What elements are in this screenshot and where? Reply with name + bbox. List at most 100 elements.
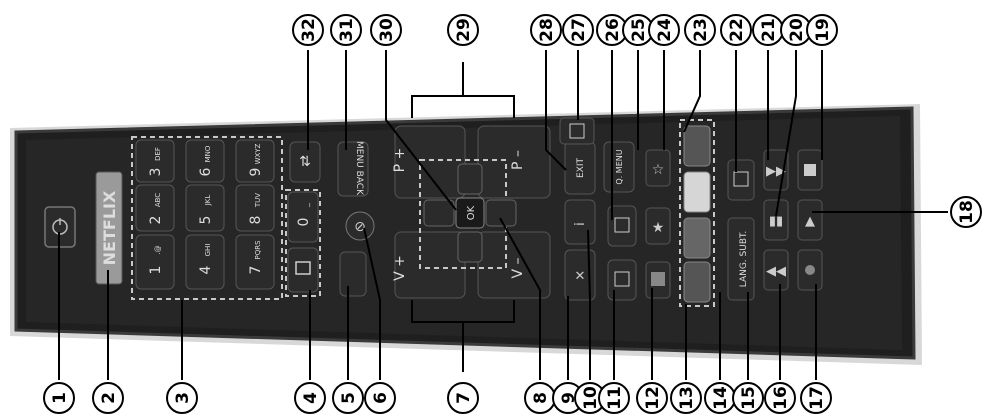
play-button[interactable]: ▲ <box>797 199 823 241</box>
q-menu-button[interactable]: Q. MENU <box>603 141 635 193</box>
svg-text:1: 1 <box>148 266 164 275</box>
callout-number: 8 <box>531 392 551 404</box>
epg-button[interactable] <box>645 261 671 299</box>
star-outline-icon: ☆ <box>652 162 665 178</box>
callout-number: 11 <box>605 386 625 410</box>
record-icon <box>805 265 815 275</box>
subtitle-button[interactable] <box>607 205 637 247</box>
swap-icon: ⇅ <box>299 154 311 170</box>
spare-button[interactable] <box>339 251 367 297</box>
volume-minus-button[interactable]: V – <box>477 231 551 299</box>
key-column-frame <box>285 189 321 297</box>
svg-text:OK: OK <box>466 205 477 220</box>
keypad-frame <box>131 136 283 300</box>
callout-number: 30 <box>377 18 397 42</box>
svg-text:7: 7 <box>248 266 264 275</box>
red-button[interactable] <box>683 261 711 303</box>
svg-text:MENU BACK: MENU BACK <box>354 141 364 196</box>
info-button[interactable]: i <box>564 199 596 245</box>
callout-21: 21 <box>752 14 784 46</box>
key-6[interactable]: 6 MNO <box>185 139 225 183</box>
tv-button[interactable] <box>287 247 319 293</box>
key-7[interactable]: 7 PQRS <box>235 234 275 290</box>
mute-icon: ✕ <box>575 269 586 284</box>
callout-11: 11 <box>598 382 630 414</box>
epg-icon <box>651 272 665 286</box>
screen-button[interactable] <box>727 159 755 201</box>
key-4[interactable]: 4 GHI <box>185 234 225 290</box>
volume-plus-button[interactable]: V + <box>392 231 466 299</box>
callout-number: 28 <box>537 18 557 42</box>
key-1[interactable]: 1 .@ <box>135 234 175 290</box>
callout-number: 9 <box>559 392 579 404</box>
program-minus-button[interactable]: P – <box>477 125 551 199</box>
svg-text:GHI: GHI <box>204 244 212 257</box>
key-2[interactable]: 2 ABC <box>135 184 175 232</box>
callout-number: 16 <box>771 386 791 410</box>
netflix-button[interactable]: NETFLIX <box>95 171 123 285</box>
rewind-button[interactable]: ◀◀ <box>763 249 789 291</box>
favourite-button[interactable]: ★ <box>645 207 671 245</box>
ok-button[interactable]: OK <box>455 197 485 229</box>
callout-number: 10 <box>581 386 601 410</box>
svg-text:ABC: ABC <box>154 193 162 207</box>
callout-6: 6 <box>364 382 396 414</box>
svg-text:.@: .@ <box>154 245 162 254</box>
yellow-button[interactable] <box>683 171 711 213</box>
key-9[interactable]: 9 WXYZ <box>235 139 275 183</box>
callout-number: 26 <box>603 18 623 42</box>
svg-text:WXYZ: WXYZ <box>254 143 262 164</box>
key-3[interactable]: 3 DEF <box>135 139 175 183</box>
green-button[interactable] <box>683 217 711 259</box>
teletext-icon <box>614 271 630 287</box>
text-button[interactable] <box>607 259 637 301</box>
callout-16: 16 <box>764 382 796 414</box>
callout-number: 12 <box>643 386 663 410</box>
key-0[interactable]: 0 _ <box>287 191 319 243</box>
callout-number: 25 <box>629 18 649 42</box>
svg-text:V +: V + <box>392 255 408 281</box>
source-icon <box>569 123 585 139</box>
pause-icon: ▮▮ <box>769 214 783 229</box>
callout-number: 4 <box>301 392 321 404</box>
internet-button[interactable]: ⊘ <box>345 211 375 241</box>
play-icon: ▲ <box>805 214 815 229</box>
color-keys-frame <box>679 119 715 307</box>
nav-left-button[interactable] <box>423 199 455 227</box>
blue-button[interactable] <box>683 125 711 167</box>
svg-text:i: i <box>573 222 588 226</box>
lang-subtitle-button[interactable]: LANG. SUBT. <box>727 217 755 301</box>
menu-back-button[interactable]: MENU BACK <box>337 141 369 197</box>
source-button[interactable] <box>559 117 595 145</box>
exit-button[interactable]: EXIT <box>564 141 596 195</box>
tv-icon <box>295 261 311 275</box>
callout-4: 4 <box>294 382 326 414</box>
record-button[interactable] <box>797 249 823 291</box>
callout-14: 14 <box>704 382 736 414</box>
star-menu-button[interactable]: ☆ <box>645 149 671 187</box>
swap-button[interactable]: ⇅ <box>289 141 321 183</box>
callout-17: 17 <box>800 382 832 414</box>
callout-number: 13 <box>677 386 697 410</box>
svg-text:9: 9 <box>248 168 264 177</box>
callout-28: 28 <box>530 14 562 46</box>
callout-30: 30 <box>370 14 402 46</box>
callout-31: 31 <box>330 14 362 46</box>
callout-32: 32 <box>292 14 324 46</box>
nav-down-button[interactable] <box>457 231 483 263</box>
callout-number: 32 <box>299 18 319 42</box>
callout-number: 15 <box>739 386 759 410</box>
nav-right-button[interactable] <box>485 199 517 227</box>
nav-up-button[interactable] <box>457 163 483 195</box>
key-8[interactable]: 8 TUV <box>235 184 275 232</box>
mute-button[interactable]: ✕ <box>564 249 596 301</box>
callout-number: 14 <box>711 386 731 410</box>
key-5[interactable]: 5 JKL <box>185 184 225 232</box>
stop-button[interactable] <box>797 149 823 191</box>
pause-button[interactable]: ▮▮ <box>763 199 789 241</box>
globe-icon: ⊘ <box>354 219 366 235</box>
leader-lines <box>58 50 948 380</box>
program-plus-button[interactable]: P + <box>392 125 466 199</box>
callout-number: 31 <box>337 18 357 42</box>
